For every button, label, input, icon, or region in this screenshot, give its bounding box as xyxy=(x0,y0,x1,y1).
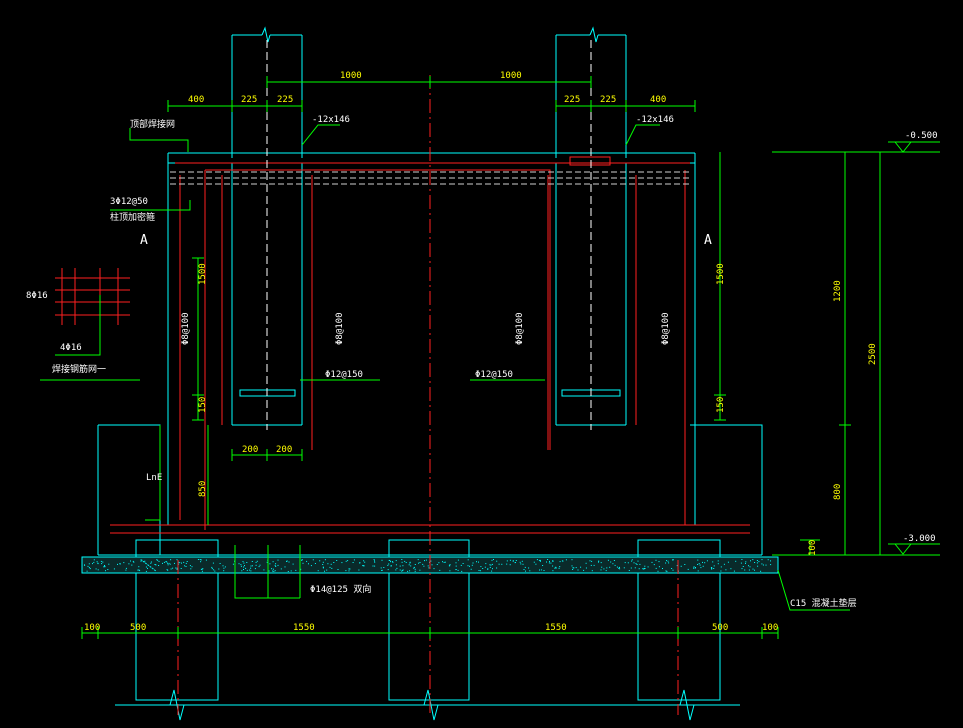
bars-4-label: 4Φ16 xyxy=(60,343,82,353)
top-right-hook xyxy=(569,156,611,166)
right-pocket-bars xyxy=(547,175,637,450)
dim-225-a: 225 xyxy=(241,95,257,105)
dimension-lines xyxy=(40,76,940,639)
dim-100-bottom-left: 100 xyxy=(84,623,100,633)
phi8-label-a: Φ8@100 xyxy=(181,312,191,345)
cap-outline xyxy=(167,152,696,526)
top-rebar-long xyxy=(204,169,551,530)
phi8-label-d: Φ8@100 xyxy=(661,312,671,345)
dim-1500-left: 1500 xyxy=(198,263,208,285)
dim-100-right: 100 xyxy=(808,540,818,556)
left-column-stub xyxy=(231,34,303,158)
dim-400-left: 400 xyxy=(188,95,204,105)
dim-150-right: 150 xyxy=(716,397,726,413)
weld-mesh-label: 顶部焊接网 xyxy=(130,118,175,130)
dim-850: 850 xyxy=(198,481,208,497)
dim-1500-right: 1500 xyxy=(716,263,726,285)
section-mark-right: A xyxy=(704,233,712,248)
stirrup-lines xyxy=(170,171,692,185)
phi14-label: Φ14@125 双向 xyxy=(310,583,371,595)
dim-150-left: 150 xyxy=(198,397,208,413)
dim-800: 800 xyxy=(833,484,843,500)
bars-8-label: 8Φ16 xyxy=(26,291,48,301)
plate-label-left: -12x146 xyxy=(312,115,350,125)
left-column-break xyxy=(261,26,271,43)
pile-left xyxy=(135,539,219,701)
dim-1550-right: 1550 xyxy=(545,623,567,633)
section-mark-left: A xyxy=(140,233,148,248)
dim-1000-right: 1000 xyxy=(500,71,522,81)
phi8-label-c: Φ8@100 xyxy=(515,312,525,345)
mesh-detail-h xyxy=(55,277,130,316)
dim-1000-left: 1000 xyxy=(340,71,362,81)
right-column-stub xyxy=(555,34,627,158)
dim-225-b: 225 xyxy=(277,95,293,105)
dim-400-right: 400 xyxy=(650,95,666,105)
plate-label-right: -12x146 xyxy=(636,115,674,125)
blinding-hatch xyxy=(84,559,772,572)
pile-right xyxy=(637,539,721,701)
dim-1200: 1200 xyxy=(833,280,843,302)
dim-2500: 2500 xyxy=(868,343,878,365)
dim-500-bottom-right: 500 xyxy=(712,623,728,633)
dim-225-c: 225 xyxy=(564,95,580,105)
phi12-label-right: Φ12@150 xyxy=(475,370,513,380)
pile-break-marks xyxy=(115,689,740,721)
left-pocket-bars xyxy=(221,175,313,450)
dim-200-a: 200 xyxy=(242,445,258,455)
dim-200-b: 200 xyxy=(276,445,292,455)
mesh-note-label: 焊接钢筋网一 xyxy=(52,363,106,375)
mesh-detail-v xyxy=(61,268,119,325)
c15-label: C15 混凝土垫层 xyxy=(790,597,857,609)
dim-1550-left: 1550 xyxy=(293,623,315,633)
right-column-break xyxy=(589,26,599,43)
phi12-label-left: Φ12@150 xyxy=(325,370,363,380)
pile-center xyxy=(388,539,470,701)
elevation-top: -0.500 xyxy=(905,131,938,141)
annotation-text: 顶部焊接网 3Φ12@50 柱顶加密箍 A A 8Φ16 4Φ16 焊接钢筋网一… xyxy=(26,118,857,609)
stirrup-label-1: 3Φ12@50 xyxy=(110,197,148,207)
dim-225-d: 225 xyxy=(600,95,616,105)
stirrup-label-2: 柱顶加密箍 xyxy=(110,211,155,223)
cap-step-right xyxy=(690,424,763,555)
dim-500-bottom-left: 500 xyxy=(130,623,146,633)
phi8-label-b: Φ8@100 xyxy=(335,312,345,345)
dim-100-bottom-right: 100 xyxy=(762,623,778,633)
dimension-text: 1000 1000 400 225 225 225 225 400 -12x14… xyxy=(84,71,938,633)
lne-label: LnE xyxy=(146,473,162,483)
elevation-bottom: -3.000 xyxy=(903,534,936,544)
